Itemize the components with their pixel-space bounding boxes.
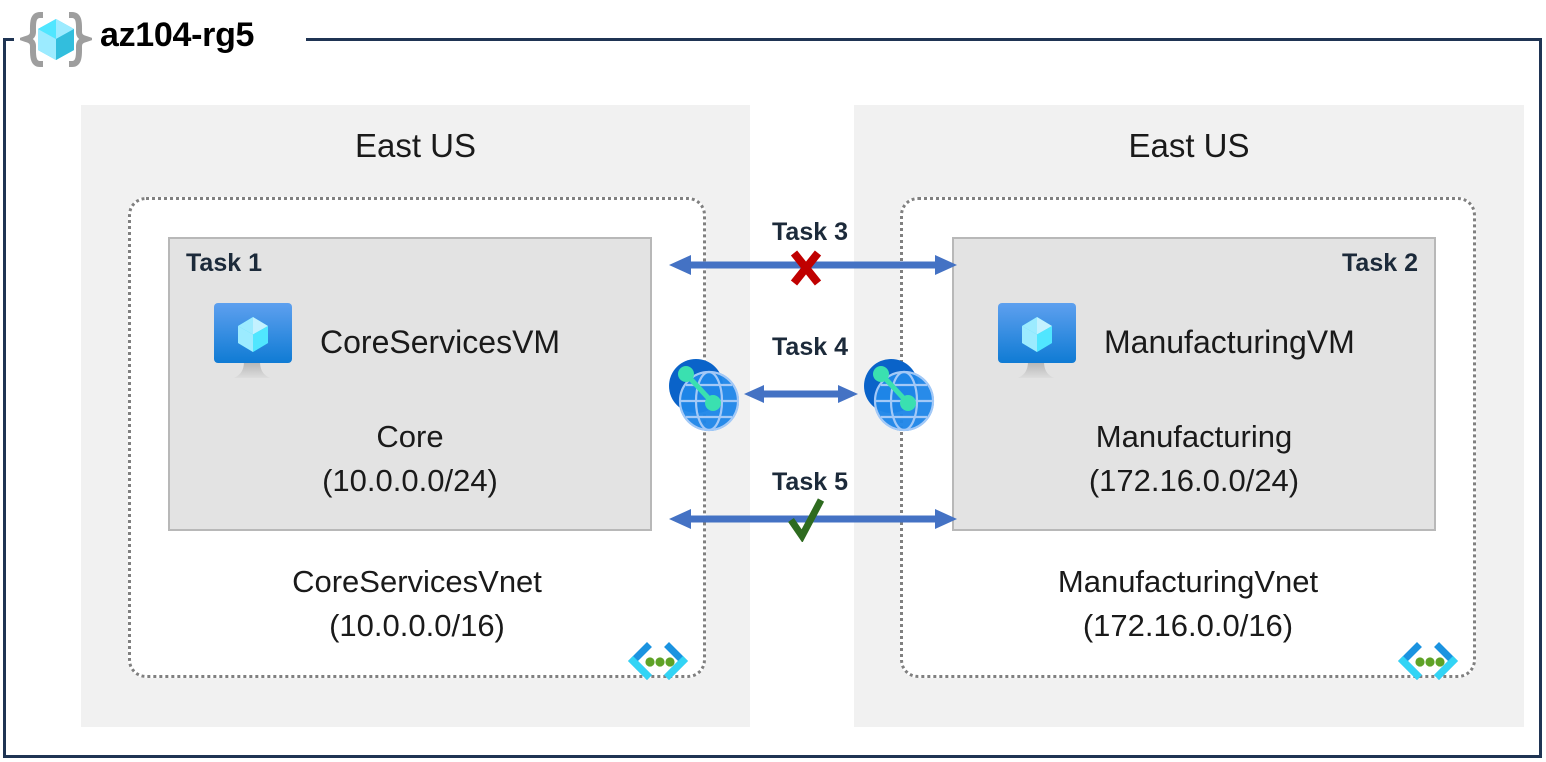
green-check-icon (788, 498, 825, 542)
vm-name-core: CoreServicesVM (320, 323, 561, 360)
resource-group-cube-icon (20, 12, 92, 68)
vm-row-manufacturing: ManufacturingVM (954, 299, 1472, 385)
subnet-box-manufacturing: Task 2 (952, 237, 1436, 531)
vnet-name-manufacturing: ManufacturingVnet (1057, 564, 1319, 599)
vnet-label-manufacturing: ManufacturingVnet (172.16.0.0/16) (903, 560, 1473, 648)
subnet-box-core: Task 1 (168, 237, 652, 531)
vnet-peering-icon (864, 359, 935, 432)
virtual-network-icon (628, 642, 688, 680)
vnet-cidr-core: (10.0.0.0/16) (329, 608, 505, 644)
vnet-name-core: CoreServicesVnet (292, 564, 542, 599)
region-label-left: East US (354, 127, 477, 164)
vnet-label-core: CoreServicesVnet (10.0.0.0/16) (131, 560, 703, 648)
resource-group-title-rule (310, 38, 1540, 41)
connector-arrow-task4 (744, 385, 858, 403)
vm-name-manufacturing: ManufacturingVM (1104, 323, 1355, 360)
task-tag-1: Task 1 (186, 249, 262, 277)
subnet-label-core: Core (10.0.0.0/24) (170, 415, 650, 503)
connector-label-task5: Task 5 (772, 468, 848, 496)
subnet-label-manufacturing: Manufacturing (172.16.0.0/24) (954, 415, 1434, 503)
resource-group-name: az104-rg5 (100, 16, 255, 54)
subnet-cidr-core: (10.0.0.0/24) (322, 463, 498, 499)
connector-label-task3: Task 3 (772, 218, 848, 246)
vnet-cidr-manufacturing: (172.16.0.0/16) (1082, 608, 1294, 644)
task-tag-2: Task 2 (1342, 249, 1418, 277)
vnet-peering-icon (669, 359, 740, 432)
vm-row-core: CoreServicesVM (170, 299, 688, 385)
region-label-right: East US (1128, 127, 1250, 164)
subnet-name-core: Core (376, 419, 444, 454)
subnet-cidr-manufacturing: (172.16.0.0/24) (1088, 463, 1300, 499)
virtual-machine-icon (214, 303, 292, 378)
connector-label-task4: Task 4 (772, 333, 848, 361)
virtual-network-icon (1398, 642, 1458, 680)
red-x-icon (790, 250, 822, 286)
virtual-machine-icon (998, 303, 1076, 378)
subnet-name-manufacturing: Manufacturing (1095, 419, 1293, 454)
